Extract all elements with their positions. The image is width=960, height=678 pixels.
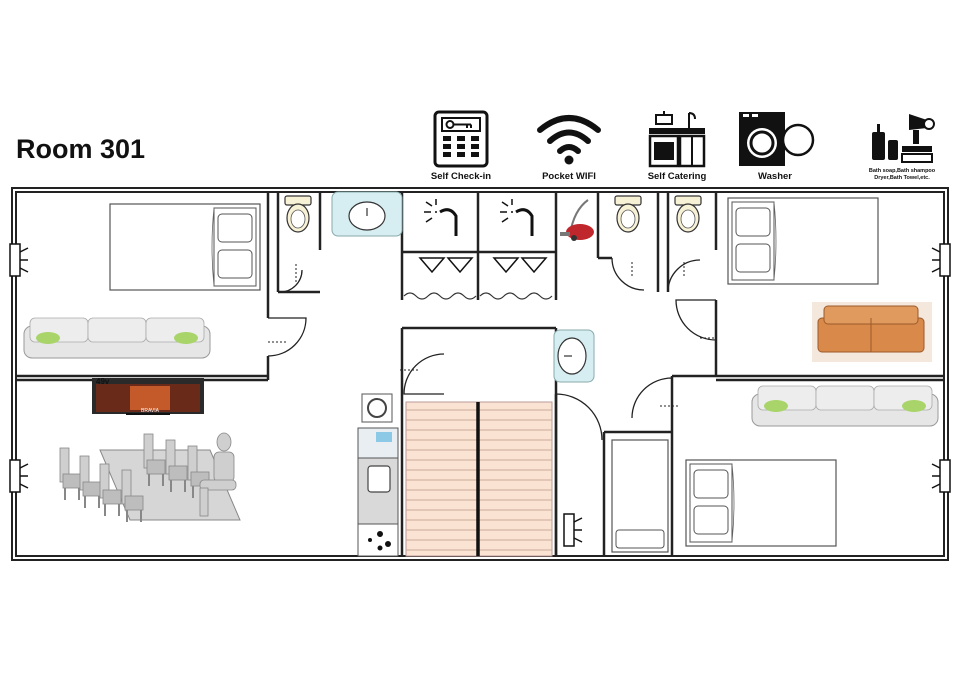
toilet-1 [284, 195, 312, 233]
bed-room-a [109, 203, 261, 291]
bed-room-c [685, 459, 837, 547]
shower-1 [422, 197, 458, 238]
amenity-washer: Washer [720, 110, 830, 182]
shower-trays [418, 257, 548, 274]
amenity-label: Self Catering [647, 171, 707, 182]
amenity-self-checkin: Self Check-in [406, 110, 516, 182]
amenity-label: Self Check-in [430, 171, 492, 182]
washbasin-2 [553, 329, 595, 383]
kitchen-icon [648, 111, 706, 168]
amenity-self-catering: Self Catering [622, 110, 732, 182]
amenity-label: Washer [758, 171, 792, 182]
tv: 49v BRAVIA [92, 377, 204, 415]
amenity-pocket-wifi: Pocket WIFI [514, 110, 624, 182]
toilet-2 [614, 195, 642, 233]
dining-set [59, 432, 241, 523]
staircase [405, 401, 553, 557]
person-figure [199, 432, 237, 517]
shower-2 [498, 197, 534, 238]
keypad-icon [433, 110, 489, 168]
washbasin-1 [331, 191, 403, 237]
shower-curtains [403, 292, 553, 300]
bed-room-b [727, 197, 879, 285]
amenity-subline: Dryer,Bath Towel,etc. [874, 175, 930, 181]
wifi-icon [537, 115, 601, 165]
toilet-3 [674, 195, 702, 233]
doors [267, 257, 717, 441]
single-bed [611, 439, 669, 553]
sofa-orange [812, 302, 932, 362]
amenity-subline: Bath soap,Bath shampoo [868, 168, 936, 174]
sofa-living-left [23, 317, 211, 359]
kitchen-unit [357, 393, 399, 557]
vacuum-icon [560, 199, 594, 241]
tv-size-label: 49v [96, 377, 110, 386]
page-title: Room 301 [16, 134, 146, 164]
sofa-right [751, 385, 939, 427]
tv-brand-label: BRAVIA [141, 408, 160, 414]
amenity-toiletries: Bath soap,Bath shampoo Dryer,Bath Towel,… [846, 110, 958, 182]
amenity-label: Pocket WIFI [542, 171, 596, 182]
washer-icon [739, 112, 815, 166]
toiletries-icon [872, 114, 935, 163]
